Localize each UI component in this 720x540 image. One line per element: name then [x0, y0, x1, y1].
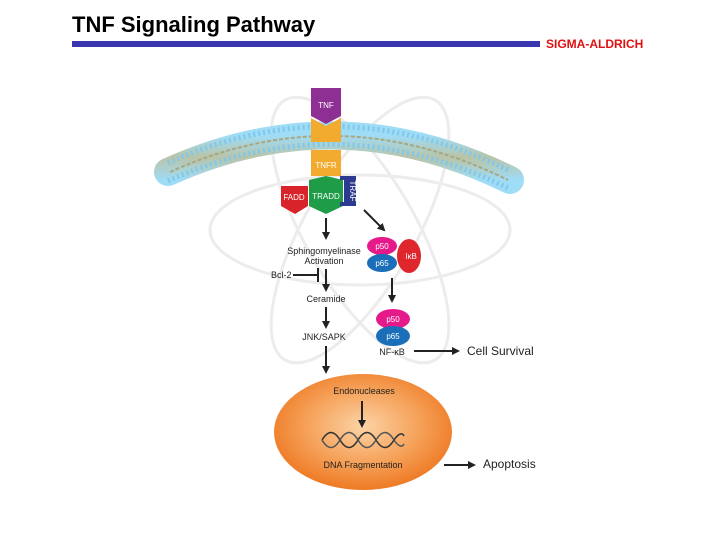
bcl2-label: Bcl-2 [271, 270, 292, 280]
tradd-label: TRADD [312, 192, 340, 201]
ceramide-label: Ceramide [306, 294, 345, 304]
p50-top-shape [367, 237, 397, 255]
title-underline [72, 41, 540, 47]
p50-bottom-shape [376, 309, 410, 329]
sphingomyelinase-label: Sphingomyelinase [287, 246, 361, 256]
brand-logo-text: SIGMA-ALDRICH [546, 37, 644, 51]
tnfr-receptor: TNFR [311, 118, 341, 176]
nfkb-complex: p50 p65 [376, 309, 410, 346]
jnk-sapk-label: JNK/SAPK [302, 332, 346, 342]
dna-fragmentation-label: DNA Fragmentation [323, 460, 402, 470]
bcl2-inhibition: Bcl-2 [271, 268, 319, 282]
fadd-label: FADD [283, 193, 305, 202]
nfkb-label: NF-κB [379, 347, 405, 357]
p65-top-shape [367, 254, 397, 272]
traf-label: TRAF [348, 181, 357, 202]
activation-label: Activation [304, 256, 343, 266]
p65-top-label: p65 [375, 259, 389, 268]
ikb-label: IκB [405, 252, 417, 261]
p50-bottom-label: p50 [386, 315, 400, 324]
tradd-adaptor: TRADD [309, 176, 343, 214]
nucleus [274, 374, 452, 490]
tnf-ligand: TNF [311, 88, 341, 124]
apoptosis-label: Apoptosis [483, 457, 536, 471]
arrow-to-nfkb-complex [363, 209, 386, 232]
p65-bottom-label: p65 [386, 332, 400, 341]
tnf-label: TNF [318, 101, 334, 110]
endonucleases-label: Endonucleases [333, 386, 395, 396]
cell-survival-label: Cell Survival [467, 344, 534, 358]
p50-top-label: p50 [375, 242, 389, 251]
fadd-adaptor: FADD [281, 186, 308, 214]
dna-helix-icon [321, 431, 405, 449]
atom-watermark [208, 95, 512, 365]
p65-bottom-shape [376, 326, 410, 346]
ikb-shape [397, 239, 421, 273]
tnfr-label: TNFR [315, 161, 337, 170]
nfkb-ikb-complex: IκB p50 p65 [367, 237, 421, 273]
page-title: TNF Signaling Pathway [72, 12, 316, 37]
traf-adaptor: TRAF [340, 176, 357, 206]
